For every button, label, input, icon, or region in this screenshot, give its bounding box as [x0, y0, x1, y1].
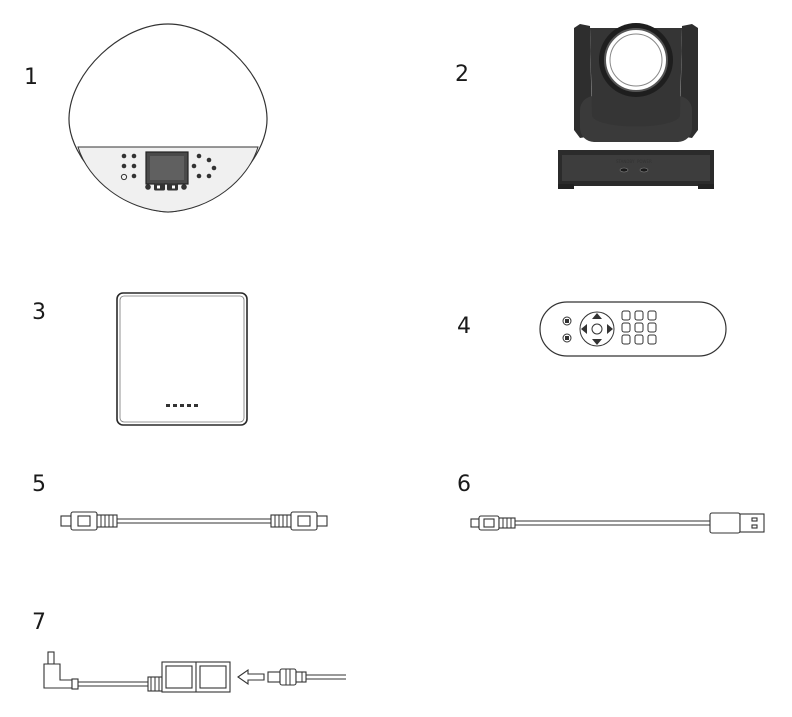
ptz-camera-icon: STANDBY POWER [556, 20, 716, 192]
item-number-1: 1 [24, 65, 38, 90]
camera-label-power: POWER [637, 159, 652, 164]
power-adapter-icon [42, 650, 348, 696]
speakerphone-icon [66, 20, 270, 216]
remote-control-icon [539, 301, 727, 357]
item-number-2: 2 [455, 62, 469, 87]
item-number-3: 3 [32, 300, 46, 325]
dual-connector-cable-icon [60, 507, 328, 535]
item-number-7: 7 [32, 610, 46, 635]
item-number-4: 4 [457, 314, 471, 339]
usb-cable-icon [470, 510, 766, 536]
wireless-hub-icon [116, 292, 248, 426]
camera-label-standby: STANDBY [616, 159, 635, 164]
item-number-5: 5 [32, 472, 46, 497]
item-number-6: 6 [457, 472, 471, 497]
